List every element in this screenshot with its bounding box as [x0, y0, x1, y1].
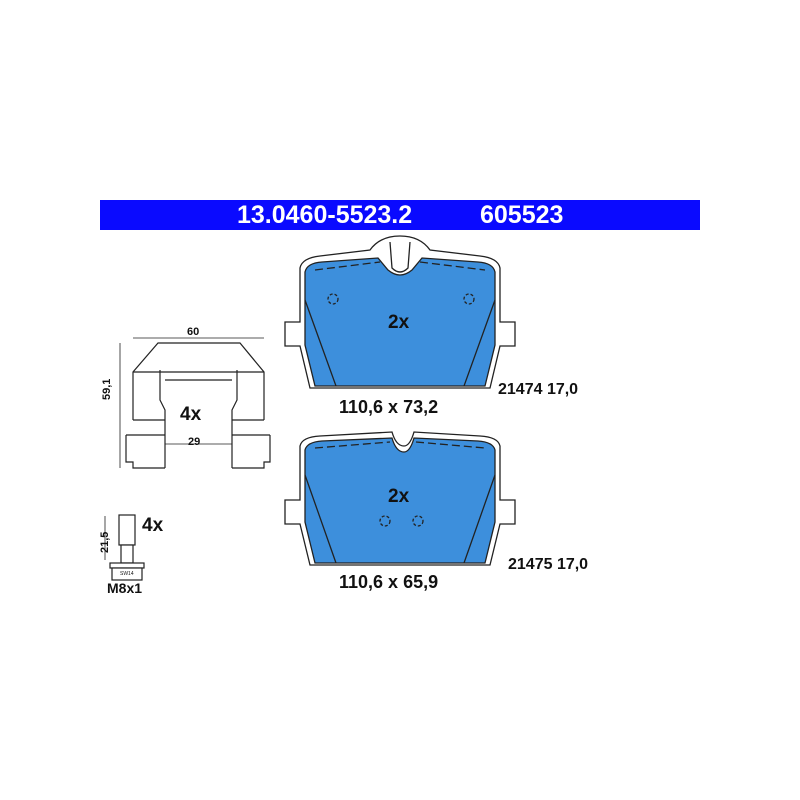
- pad-1-quantity: 2x: [388, 312, 410, 333]
- clip-inner-width: 29: [188, 436, 201, 448]
- clip-height: 59,1: [101, 378, 113, 400]
- pad-1-code: 21474 17,0: [498, 381, 579, 398]
- title-banner: 13.0460-5523.2 605523: [100, 200, 700, 230]
- pad-2-code: 21475 17,0: [508, 556, 589, 573]
- part-number: 13.0460-5523.2: [237, 201, 413, 229]
- pad-2-friction: [304, 437, 496, 564]
- bolt-wrench-size: SW14: [120, 571, 134, 577]
- reference-number: 605523: [480, 201, 564, 229]
- pad-2-dimensions: 110,6 x 65,9: [339, 572, 439, 592]
- brake-pad-2: [284, 431, 516, 566]
- clip-quantity: 4x: [180, 404, 202, 425]
- brake-pad-1: [284, 235, 516, 389]
- pad-2-quantity: 2x: [388, 486, 410, 507]
- bolt-thread: M8x1: [107, 580, 143, 596]
- bolt-quantity: 4x: [142, 515, 164, 536]
- clip-width: 60: [187, 326, 200, 338]
- pad-1-dimensions: 110,6 x 73,2: [339, 397, 439, 417]
- bolt-length: 21,5: [99, 531, 111, 553]
- guide-bolt: [104, 514, 145, 581]
- retaining-clip: [119, 337, 271, 469]
- pad-1-friction: [304, 257, 496, 387]
